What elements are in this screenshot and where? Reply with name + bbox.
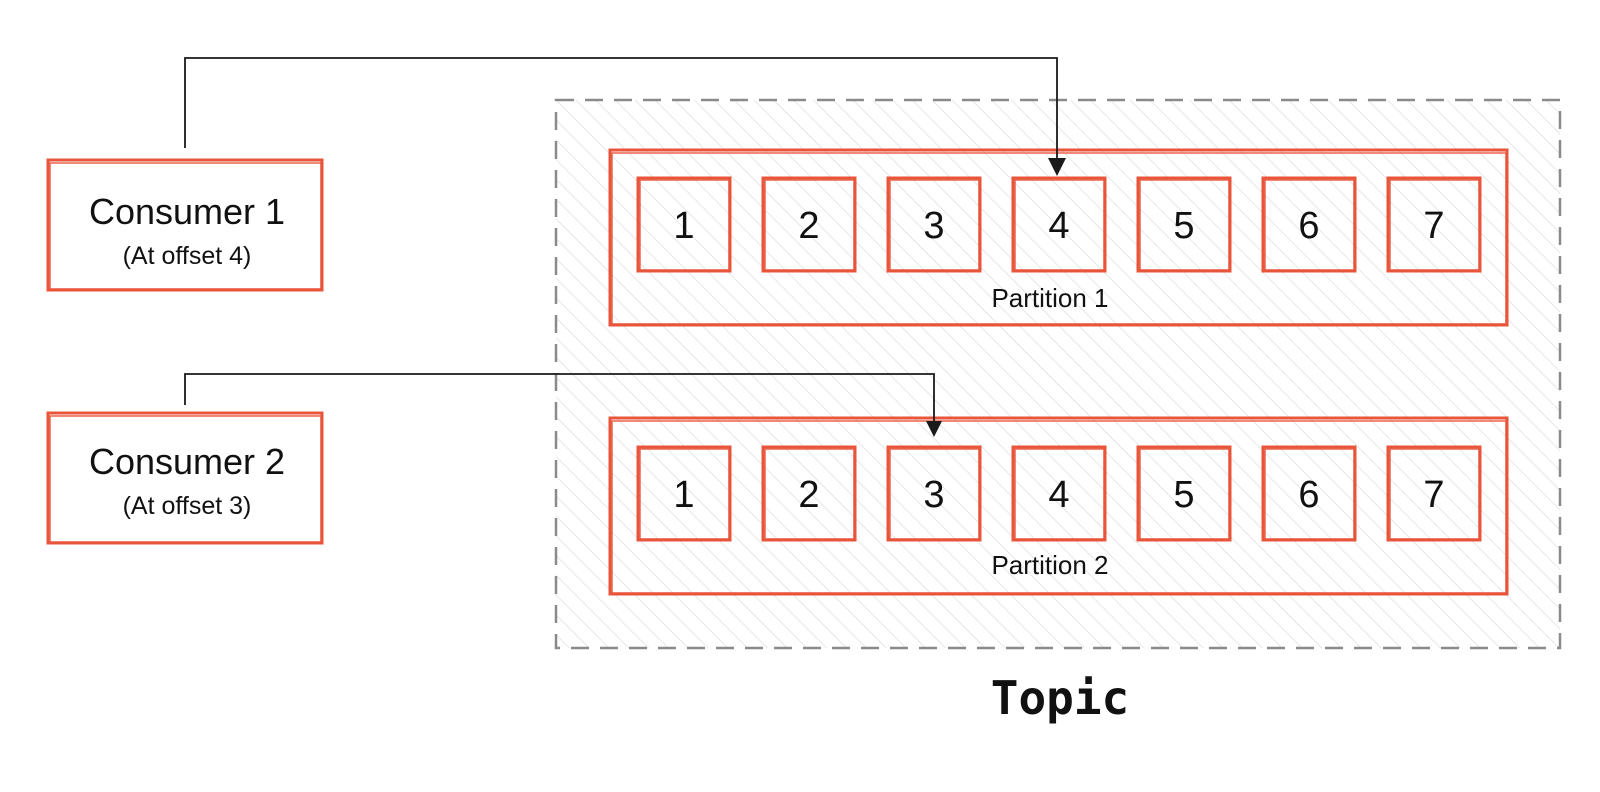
message-cell: 6: [1261, 176, 1357, 273]
message-offset: 5: [1173, 205, 1194, 247]
partition-1-messages: 1 2 3 4 5: [636, 176, 1482, 273]
partition-1: 1 2 3 4 5: [608, 148, 1509, 327]
message-cell: 1: [636, 176, 732, 273]
partition-2-messages: 1 2 3 4 5: [636, 445, 1482, 542]
consumer-name: Consumer 2: [89, 441, 285, 482]
message-cell: 7: [1386, 445, 1482, 542]
partition-2: 1 2 3 4 5: [608, 416, 1509, 596]
message-offset: 5: [1173, 474, 1194, 516]
message-cell: 2: [761, 176, 857, 273]
message-offset: 6: [1298, 474, 1319, 516]
topic-container: Topic: [554, 98, 1562, 725]
consumer-1: Consumer 1 (At offset 4): [46, 158, 324, 292]
message-cell: 4: [1011, 176, 1107, 273]
consumer-offset: (At offset 4): [123, 242, 252, 270]
consumer-offset: (At offset 3): [123, 492, 252, 520]
message-cell: 4: [1011, 445, 1107, 542]
consumer-1-connector: [184, 57, 1066, 176]
message-offset: 7: [1423, 474, 1444, 516]
message-offset: 3: [923, 205, 944, 247]
message-offset: 1: [673, 205, 694, 247]
message-offset: 3: [923, 474, 944, 516]
message-offset: 4: [1048, 474, 1069, 516]
message-offset: 2: [798, 474, 819, 516]
message-offset: 6: [1298, 205, 1319, 247]
consumer-2: Consumer 2 (At offset 3): [46, 411, 324, 545]
topic-label: Topic: [991, 671, 1129, 725]
message-cell: 1: [636, 445, 732, 542]
consumer-name: Consumer 1: [89, 191, 285, 232]
message-cell: 5: [1136, 445, 1232, 542]
message-cell: 2: [761, 445, 857, 542]
message-cell: 3: [886, 445, 982, 542]
message-cell: 3: [886, 176, 982, 273]
partition-label: Partition 1: [991, 283, 1108, 313]
message-cell: 5: [1136, 176, 1232, 273]
message-offset: 1: [673, 474, 694, 516]
arrow-down-icon: [1048, 158, 1066, 176]
message-cell: 6: [1261, 445, 1357, 542]
consumer-2-connector: [184, 373, 942, 437]
arrow-down-icon: [926, 421, 942, 437]
message-offset: 2: [798, 205, 819, 247]
partition-label: Partition 2: [991, 550, 1108, 580]
message-offset: 4: [1048, 205, 1069, 247]
message-offset: 7: [1423, 205, 1444, 247]
message-cell: 7: [1386, 176, 1482, 273]
